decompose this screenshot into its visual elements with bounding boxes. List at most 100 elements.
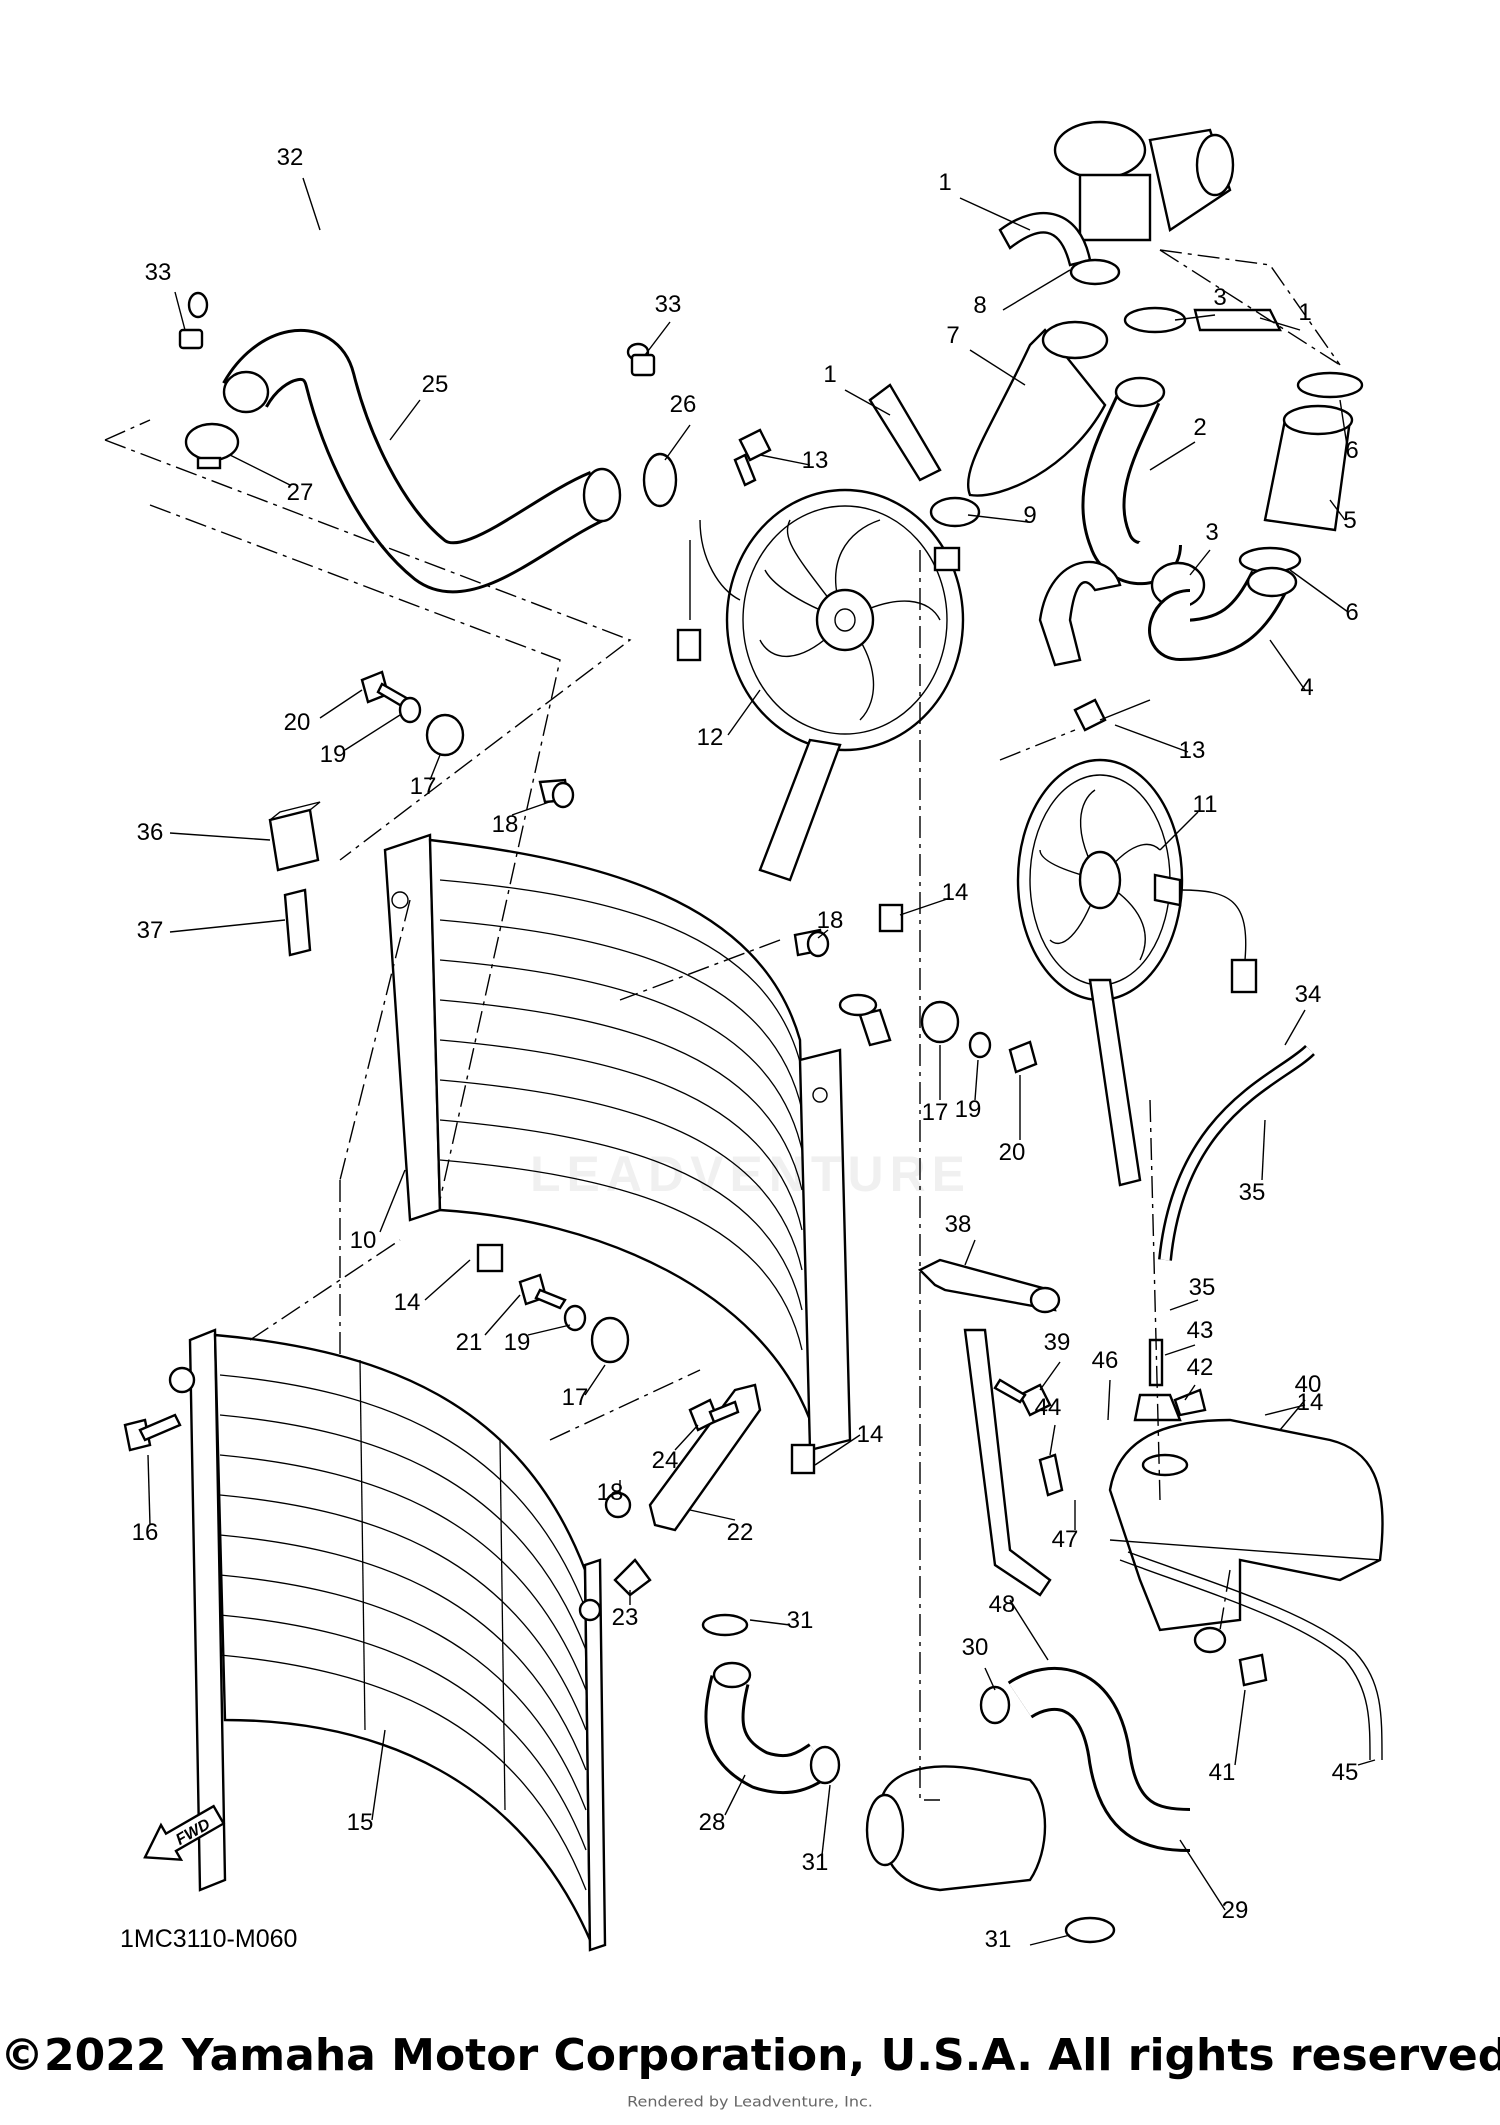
callout-3: 3 — [1213, 284, 1226, 311]
leader-line-35 — [1169, 1299, 1199, 1311]
hose-29 — [1007, 1666, 1191, 1852]
clamp-31-top — [701, 1613, 749, 1637]
callout-14: 14 — [857, 1421, 884, 1448]
callout-33: 33 — [655, 291, 682, 318]
callout-6: 6 — [1345, 437, 1358, 464]
hose-28 — [704, 1661, 832, 1795]
leader-line-27 — [229, 454, 291, 486]
callout-11: 11 — [1193, 791, 1218, 818]
grommet-17-low — [590, 1316, 630, 1364]
reservoir-40 — [1108, 1418, 1384, 1654]
washer-19-low — [563, 1304, 587, 1332]
washer-19-mid — [968, 1031, 992, 1059]
callout-46: 46 — [1092, 1347, 1119, 1374]
leader-line-15 — [371, 1729, 386, 1821]
leader-line-25 — [389, 399, 421, 441]
callout-48: 48 — [989, 1591, 1016, 1618]
copyright-notice: ©2022 Yamaha Motor Corporation, U.S.A. A… — [0, 2030, 1500, 2081]
callout-33: 33 — [145, 259, 172, 286]
callout-1: 1 — [823, 361, 836, 388]
leader-line-21 — [484, 1294, 521, 1336]
bolt-21 — [518, 1273, 567, 1310]
callout-35: 35 — [1189, 1274, 1216, 1301]
relay-36 — [268, 801, 321, 872]
callout-18: 18 — [597, 1479, 624, 1506]
leader-line-40 — [1279, 1399, 1306, 1431]
leader-line-3 — [1174, 314, 1216, 321]
clamp-31-bottom — [1064, 1916, 1116, 1944]
callout-6: 6 — [1345, 599, 1358, 626]
callout-9: 9 — [1023, 502, 1036, 529]
clamp-8 — [1069, 258, 1121, 286]
leader-line-1 — [959, 197, 1031, 231]
callout-19: 19 — [955, 1096, 982, 1123]
leader-line-38 — [964, 1239, 976, 1266]
washer-19-left — [398, 696, 422, 724]
pipe-43 — [1148, 1338, 1164, 1387]
callout-21: 21 — [456, 1329, 483, 1356]
callout-41: 41 — [1209, 1759, 1236, 1786]
collar-18-mid — [793, 928, 830, 958]
callout-13: 13 — [802, 447, 829, 474]
callout-25: 25 — [422, 371, 449, 398]
leader-line-45 — [1357, 1759, 1376, 1766]
leader-line-33 — [644, 321, 671, 356]
bolt-13-right — [1073, 698, 1151, 732]
callout-24: 24 — [652, 1447, 679, 1474]
leader-line-17 — [584, 1364, 606, 1396]
leader-line-14 — [899, 897, 951, 916]
callout-19: 19 — [320, 741, 347, 768]
collar-18-left — [538, 778, 575, 809]
bolt-13-top — [733, 428, 772, 487]
leader-line-44 — [1049, 1424, 1056, 1456]
fan-12 — [676, 488, 965, 882]
leader-line-14 — [424, 1259, 471, 1301]
hose-4 — [1148, 566, 1298, 662]
clamp-30 — [979, 1685, 1011, 1725]
callout-43: 43 — [1187, 1317, 1214, 1344]
nut-14-top — [878, 903, 904, 933]
callout-35: 35 — [1239, 1179, 1266, 1206]
callout-1: 1 — [1298, 299, 1311, 326]
leader-line-14 — [1264, 1404, 1306, 1416]
leader-line-6 — [1289, 569, 1349, 613]
bolt-39 — [993, 1378, 1052, 1417]
leader-line-1 — [844, 389, 891, 416]
callout-30: 30 — [962, 1634, 989, 1661]
bracket-stay — [963, 1328, 1052, 1597]
nut-14-left — [476, 1243, 504, 1273]
leader-line-7 — [969, 349, 1026, 386]
hose-44 — [1038, 1453, 1064, 1497]
leader-line-6 — [1339, 399, 1349, 453]
leader-line-18 — [511, 799, 556, 816]
callout-16: 16 — [132, 1519, 159, 1546]
relay-37 — [283, 888, 312, 957]
leader-line-33 — [174, 291, 186, 331]
leader-line-16 — [147, 1454, 151, 1526]
bracket-38 — [917, 1258, 1061, 1314]
radiator-10 — [383, 833, 892, 1452]
nut-14-low — [790, 1443, 816, 1475]
leader-line-5 — [1329, 499, 1346, 521]
callout-22: 22 — [727, 1519, 754, 1546]
callout-40: 40 — [1295, 1371, 1322, 1398]
callout-8: 8 — [973, 292, 986, 319]
leader-line-35 — [1261, 1119, 1266, 1181]
water-pump — [865, 1765, 1047, 1892]
collar-18-low — [604, 1491, 632, 1519]
leader-line-4 — [1269, 639, 1306, 691]
leader-line-30 — [984, 1667, 996, 1691]
callout-10: 10 — [350, 1227, 377, 1254]
callout-20: 20 — [284, 709, 311, 736]
callout-15: 15 — [347, 1809, 374, 1836]
leader-lines — [147, 177, 1376, 1946]
callout-17: 17 — [562, 1384, 589, 1411]
grommet-23 — [613, 1558, 652, 1597]
callout-38: 38 — [945, 1211, 972, 1238]
leader-line-9 — [967, 514, 1029, 523]
leader-line-1 — [1259, 317, 1301, 331]
leader-line-36 — [169, 832, 271, 841]
callout-19: 19 — [504, 1329, 531, 1356]
callout-14: 14 — [942, 879, 969, 906]
